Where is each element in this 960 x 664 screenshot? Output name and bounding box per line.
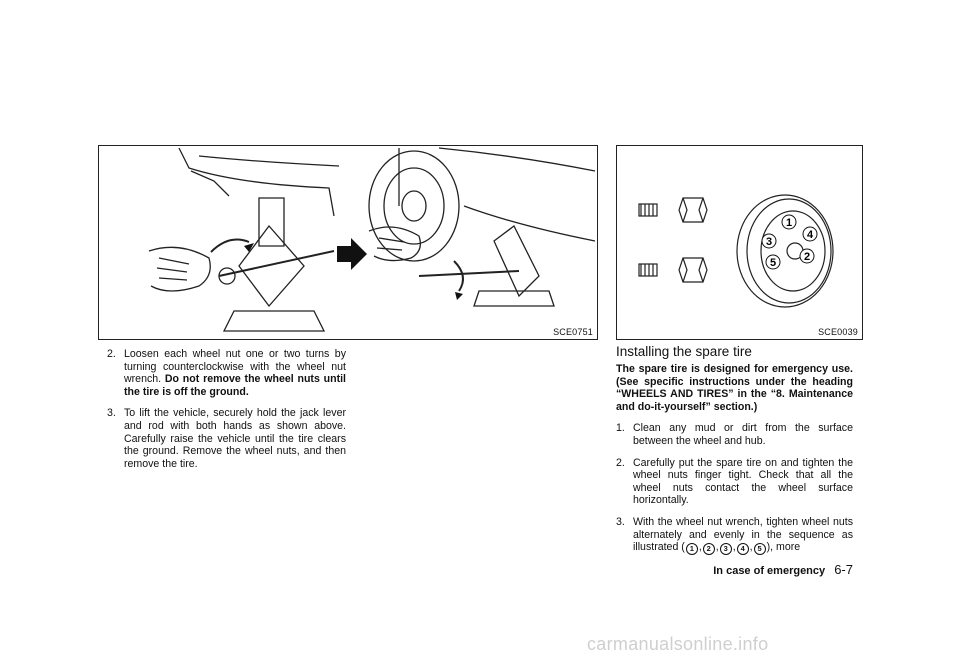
lug-label-3: 3 [766, 236, 772, 248]
step-text: Clean any mud or dirt from the surface b… [633, 422, 853, 447]
lug-label-5: 5 [770, 257, 776, 269]
sequence-number-4: 4 [736, 543, 749, 556]
sequence-number-2: 2 [702, 543, 715, 556]
step-number: 3. [616, 515, 625, 528]
step-item: 3. To lift the vehicle, securely hold th… [107, 407, 346, 470]
footer-section: In case of emergency [713, 565, 826, 577]
left-text-column: 2. Loosen each wheel nut one or two turn… [107, 348, 346, 479]
step-item: 2. Carefully put the spare tire on and t… [616, 457, 853, 507]
jack-illustration-drawing [148, 147, 596, 332]
lug-label-4: 4 [807, 229, 814, 241]
step-item: 3. With the wheel nut wrench, tighten wh… [616, 515, 853, 556]
sequence-number-5: 5 [753, 543, 766, 556]
figure-code: SCE0039 [818, 327, 858, 337]
step-number: 1. [616, 422, 625, 435]
lug-sequence-labels: 1 2 3 4 5 [761, 214, 818, 270]
step-text: With the wheel nut wrench, tighten wheel… [633, 515, 853, 554]
step-number: 3. [107, 407, 116, 420]
page-footer: In case of emergency 6-7 [713, 562, 853, 577]
step-text-tail: ), more [766, 541, 801, 554]
step-item: 1. Clean any mud or dirt from the surfac… [616, 422, 853, 447]
section-title: Installing the spare tire [616, 344, 752, 359]
wheel-nut-drawing: 1 2 3 4 5 [638, 194, 834, 308]
wheel-nut-sequence-illustration: 1 2 3 4 5 SCE0039 [616, 145, 863, 340]
right-text-column: Installing the spare tire The spare tire… [616, 344, 853, 564]
jack-lifting-illustration: SCE0751 [98, 145, 598, 340]
sequence-number-3: 3 [719, 543, 732, 556]
step-text: To lift the vehicle, securely hold the j… [124, 407, 346, 470]
step-item: 2. Loosen each wheel nut one or two turn… [107, 348, 346, 398]
step-number: 2. [616, 456, 625, 469]
lug-label-1: 1 [786, 217, 792, 229]
step-text: Carefully put the spare tire on and tigh… [633, 456, 853, 507]
step-warning: Do not remove the wheel nuts until the t… [124, 373, 346, 398]
watermark: carmanualsonline.info [587, 634, 769, 654]
page-number: 6-7 [834, 562, 853, 577]
sequence-number-1: 1 [685, 543, 698, 556]
lug-label-2: 2 [804, 251, 810, 263]
figure-code: SCE0751 [553, 327, 593, 337]
step-text: Loosen each wheel nut one or two turns b… [124, 348, 346, 386]
intro-paragraph: The spare tire is designed for emergency… [616, 363, 853, 413]
step-number: 2. [107, 348, 116, 360]
